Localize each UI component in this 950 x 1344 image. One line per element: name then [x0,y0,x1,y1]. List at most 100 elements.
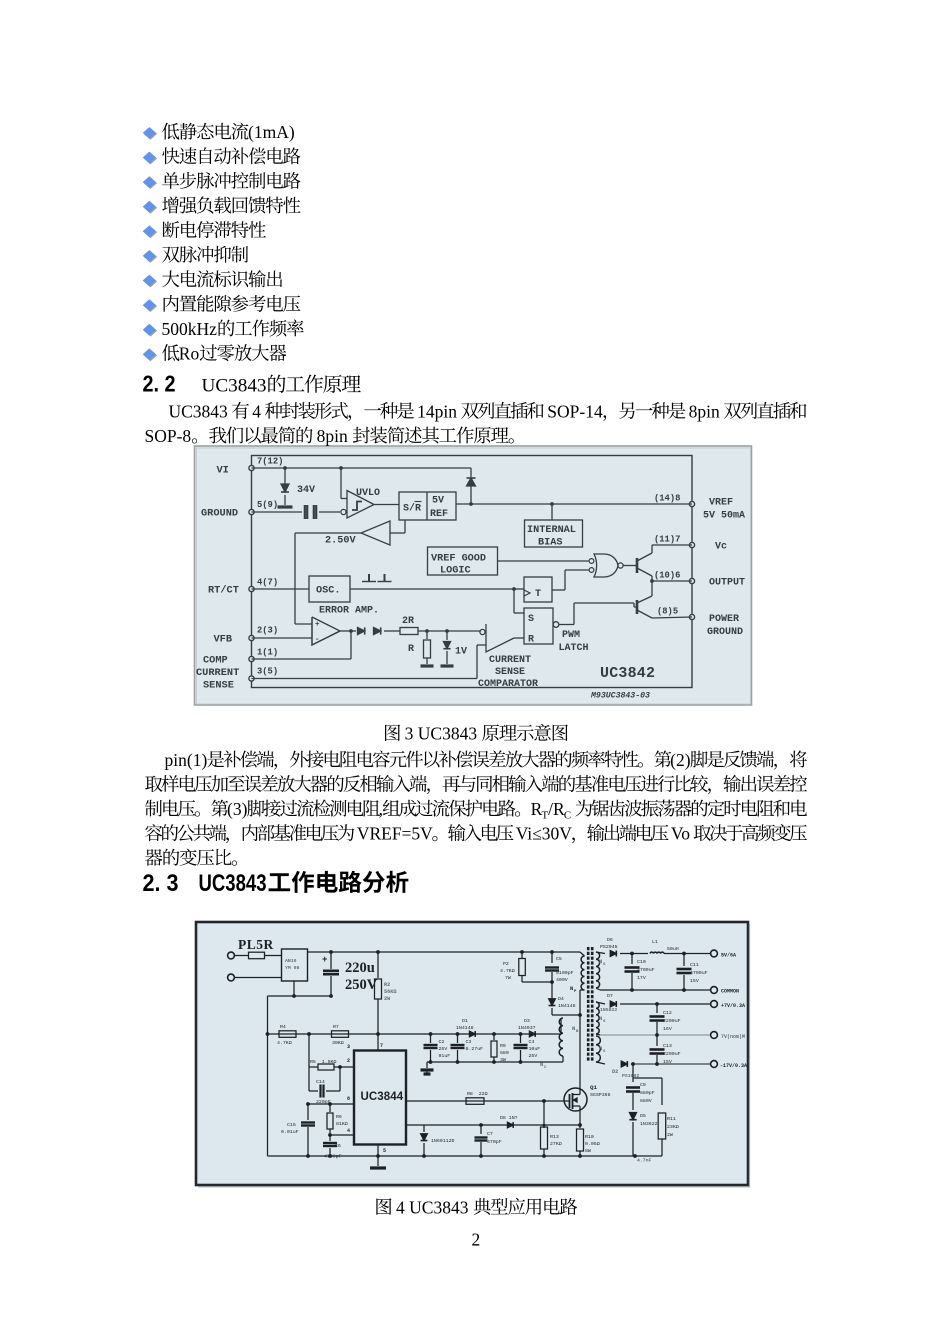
svg-text:23KΩ: 23KΩ [667,1124,679,1130]
svg-text:S/R: S/R [403,503,421,515]
svg-text:2200uF: 2200uF [663,1051,681,1057]
svg-text:1N5822: 1N5822 [600,1007,617,1013]
svg-text:27KΩ: 27KΩ [550,1141,562,1147]
svg-text:C2: C2 [439,1039,445,1045]
svg-text:0.27uF: 0.27uF [466,1046,484,1052]
svg-text:SENSE: SENSE [203,680,234,692]
svg-text:C3: C3 [466,1039,472,1045]
svg-text:LOGIC: LOGIC [440,566,471,577]
svg-text:(3): (3) [227,799,248,819]
svg-text:2. 2: 2. 2 [143,370,176,396]
svg-text:2.50V: 2.50V [325,536,356,547]
svg-text:PS2045: PS2045 [600,944,618,950]
svg-text:17V: 17V [637,975,646,981]
svg-text:(10)6: (10)6 [654,571,680,581]
svg-text:4(7): 4(7) [257,578,278,588]
svg-text:Ro: Ro [179,344,200,364]
svg-text:SGSP368: SGSP368 [590,1092,611,1098]
svg-text:39KΩ: 39KΩ [332,1040,344,1046]
svg-text:/R: /R [548,799,565,819]
svg-text:R4: R4 [280,1024,286,1030]
svg-text:C14: C14 [316,1079,325,1085]
svg-text:VFB: VFB [214,634,233,646]
svg-text:VREF GOOD: VREF GOOD [431,554,486,565]
svg-text:N: N [572,1025,575,1032]
svg-text:D7: D7 [607,993,613,999]
svg-text:81KΩ: 81KΩ [336,1121,348,1127]
svg-text:D6: D6 [607,937,613,943]
svg-text:220pF: 220pF [316,1099,331,1105]
svg-text:N: N [599,958,602,965]
svg-text:Vo: Vo [667,824,695,844]
svg-text:ERROR AMP.: ERROR AMP. [319,606,379,617]
svg-text:D2: D2 [612,1069,618,1075]
svg-text:5V: 5V [432,496,444,507]
svg-text:REF: REF [430,509,448,520]
svg-text:4.7KΩ: 4.7KΩ [500,968,515,974]
svg-text:1N4148: 1N4148 [456,1025,474,1031]
svg-text:4.7KΩ: 4.7KΩ [277,1040,292,1046]
svg-text:BIAS: BIAS [538,538,562,549]
svg-text:-: - [315,636,320,644]
svg-text:M93UC3843-03: M93UC3843-03 [590,692,650,701]
svg-text:4700uF: 4700uF [637,967,655,973]
svg-text:N: N [570,985,573,992]
svg-text:C10: C10 [637,959,646,965]
svg-text:Q1: Q1 [590,1084,597,1091]
svg-text:P: P [574,990,577,994]
svg-text:S: S [603,1020,606,1024]
svg-text:500kHz: 500kHz [162,319,218,339]
svg-text:POWER: POWER [709,614,739,625]
svg-text:R2: R2 [384,982,390,988]
svg-text:250V: 250V [345,977,378,993]
svg-text:S: S [528,614,534,625]
svg-text:+: + [322,955,327,965]
svg-text:C12: C12 [663,1010,672,1016]
svg-text:50uH: 50uH [667,946,679,952]
svg-text:C4: C4 [529,1039,535,1045]
svg-text:R: R [528,635,534,646]
svg-text:7(12): 7(12) [257,457,283,467]
svg-text:,: , [379,799,383,819]
svg-text:Vi≤30V: Vi≤30V [512,824,573,844]
svg-text:VREF: VREF [709,498,733,509]
svg-text:OSC.: OSC. [316,586,340,597]
svg-text:SOP-8: SOP-8 [145,426,192,446]
svg-text:34V: 34V [297,485,315,496]
svg-text:UVLO: UVLO [356,488,380,499]
svg-text:7V(nom)M: 7V(nom)M [721,1034,745,1040]
svg-text:5(9): 5(9) [257,500,278,510]
svg-text:3W: 3W [500,1057,506,1063]
svg-text:2W: 2W [384,996,391,1002]
svg-text:R10: R10 [585,1134,594,1140]
svg-text:4 UC3843: 4 UC3843 [392,1197,473,1217]
svg-text:RT/CT: RT/CT [208,585,239,597]
svg-text:YM 08: YM 08 [285,965,300,971]
svg-text:COMMON: COMMON [721,989,739,995]
svg-text:(11)7: (11)7 [654,535,680,545]
svg-text:UC3843: UC3843 [202,375,267,396]
svg-text:C: C [544,1066,547,1070]
svg-text:8: 8 [347,1096,350,1102]
svg-text:4: 4 [347,1128,350,1134]
svg-text:3 UC3843: 3 UC3843 [400,724,481,744]
svg-text:1V: 1V [455,647,467,658]
svg-text:R8 22Ω: R8 22Ω [467,1091,488,1097]
svg-text:T: T [542,810,549,822]
svg-text:S: S [603,1050,606,1054]
svg-text:PWM: PWM [562,630,580,641]
svg-text:56KΩ: 56KΩ [384,989,396,995]
svg-text:91uF: 91uF [439,1053,451,1059]
svg-text:UC3842: UC3842 [600,665,655,682]
svg-text:1(1): 1(1) [257,648,278,658]
svg-text:PS1002: PS1002 [622,1073,639,1079]
svg-text:16V: 16V [663,1026,672,1032]
svg-text:R5 1.5KΩ: R5 1.5KΩ [310,1059,336,1065]
svg-text:0.05Ω: 0.05Ω [585,1141,600,1147]
svg-text:15V: 15V [663,1059,672,1065]
svg-text:N: N [599,1015,602,1022]
svg-text:5: 5 [383,1148,386,1154]
svg-text:pin(1): pin(1) [165,750,208,770]
svg-text:+7V/0.3A: +7V/0.3A [721,1003,745,1009]
svg-text:14pin: 14pin [413,401,462,421]
